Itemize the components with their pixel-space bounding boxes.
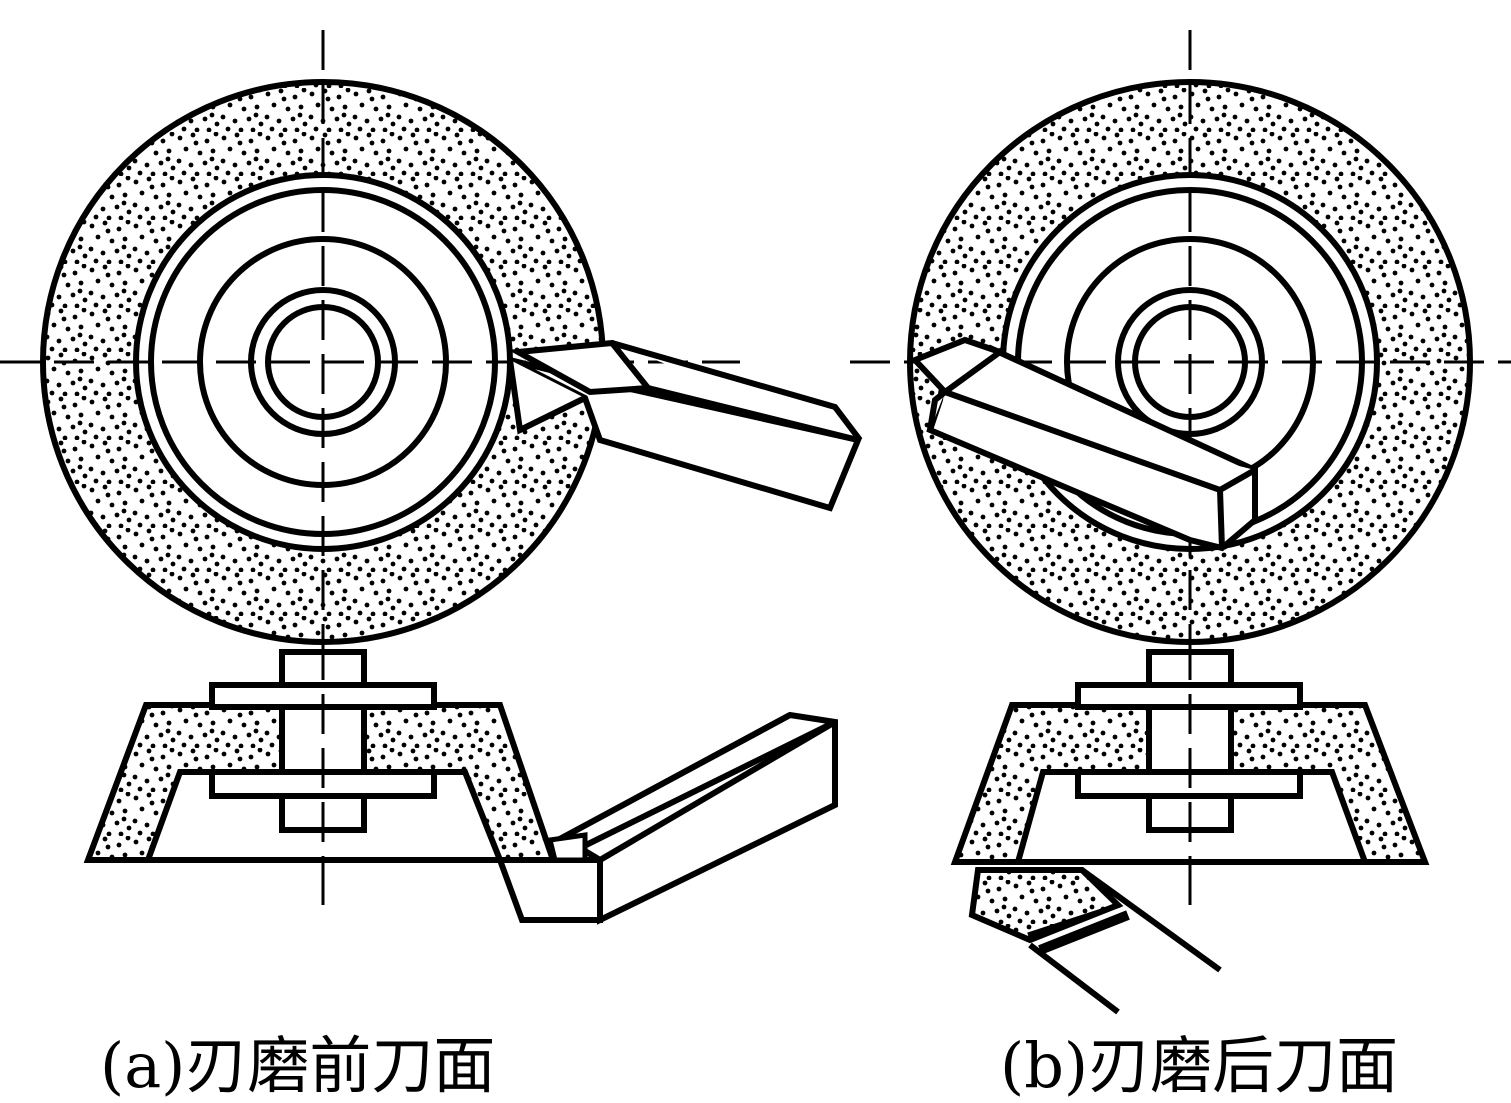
- turning-tool-a: [507, 339, 863, 512]
- turning-tool-b: [909, 336, 1258, 552]
- panel-b-flank-face: [850, 30, 1511, 1015]
- caption-a: (a)刃磨前刀面: [100, 1029, 496, 1102]
- panel-a-front-face: [0, 30, 863, 925]
- tool-rest-b: [968, 867, 1222, 1015]
- tool-side-view: [495, 711, 838, 925]
- caption-b: (b)刃磨后刀面: [1000, 1029, 1399, 1102]
